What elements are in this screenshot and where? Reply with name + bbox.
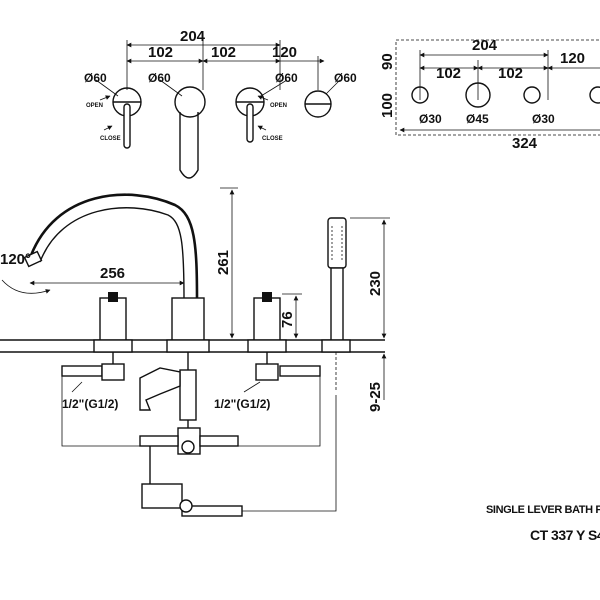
left-supply-line bbox=[61, 371, 140, 447]
open-label-left: OPEN bbox=[86, 103, 103, 109]
title-block: SINGLE LEVER BATH FILLER CT 337 Y S45 bbox=[486, 504, 600, 543]
right-valve-body bbox=[253, 297, 281, 341]
close-label-left: CLOSE bbox=[100, 136, 121, 142]
hand-shower-hose-return bbox=[242, 395, 337, 512]
open-label-right: OPEN bbox=[270, 103, 287, 109]
elbow-fitting bbox=[139, 367, 181, 411]
side-dim-spout-reach: 256 bbox=[100, 265, 125, 282]
hole-dim-depth-bottom: 100 bbox=[379, 93, 396, 118]
right-hose-connector bbox=[279, 365, 321, 377]
left-lever bbox=[123, 103, 131, 149]
top-dia-3: Ø60 bbox=[275, 71, 298, 85]
right-valve-base bbox=[247, 339, 287, 353]
spout-gooseneck-inner bbox=[39, 207, 185, 301]
hole-dia-right: Ø30 bbox=[532, 112, 555, 126]
side-dim-spout-height: 261 bbox=[215, 250, 232, 275]
right-supply-line bbox=[238, 371, 321, 447]
side-dim-rotation-angle: 120° bbox=[0, 251, 31, 268]
top-dia-1: Ø60 bbox=[84, 71, 107, 85]
spout-base bbox=[166, 339, 210, 353]
hole-center bbox=[465, 82, 491, 108]
right-lever bbox=[246, 103, 254, 143]
left-valve-base bbox=[93, 339, 133, 353]
hole-dim-hand-shower-offset: 120 bbox=[560, 50, 585, 67]
inlet-label-left: 1/2"(G1/2) bbox=[62, 397, 118, 411]
right-inlet-nut bbox=[255, 363, 279, 381]
top-dim-hand-shower-offset: 120 bbox=[272, 44, 297, 61]
top-dim-overall: 204 bbox=[180, 28, 206, 45]
hand-shower-base bbox=[321, 339, 351, 353]
hole-dia-center: Ø45 bbox=[466, 112, 489, 126]
hole-dim-overall: 204 bbox=[472, 37, 498, 54]
top-view: 204 102 102 120 Ø60 Ø60 Ø60 Ø60 OPEN CLO… bbox=[84, 28, 357, 179]
side-dim-hand-shower-height: 230 bbox=[367, 271, 384, 296]
hole-plan: 204 102 102 120 324 90 100 Ø30 Ø45 Ø30 bbox=[379, 37, 600, 152]
spout-gooseneck-outer bbox=[28, 193, 199, 301]
spout-aerator bbox=[23, 250, 43, 268]
check-valve-knob bbox=[179, 499, 193, 513]
product-model: CT 337 Y S45 bbox=[530, 527, 600, 543]
hole-hand-shower bbox=[589, 86, 600, 104]
hole-left bbox=[411, 86, 429, 104]
left-valve-body bbox=[99, 297, 127, 341]
spout-rosette bbox=[174, 86, 206, 118]
diverter-knob bbox=[181, 440, 195, 454]
hole-plan-frame bbox=[395, 39, 600, 136]
top-dim-right-spacing: 102 bbox=[211, 44, 236, 61]
inlet-label-right: 1/2"(G1/2) bbox=[214, 397, 270, 411]
side-view: 256 261 76 230 9-25 120° bbox=[0, 187, 390, 517]
right-valve-lever bbox=[262, 292, 272, 302]
hand-shower-handle bbox=[330, 267, 344, 341]
left-inlet-nut bbox=[101, 363, 125, 381]
spout-top-outline bbox=[179, 112, 199, 179]
hole-right bbox=[523, 86, 541, 104]
spout-body bbox=[171, 297, 205, 341]
hole-dim-depth-top: 90 bbox=[379, 53, 396, 70]
left-valve-lever bbox=[108, 292, 118, 302]
diverter-right-hose bbox=[199, 435, 239, 447]
top-dia-2: Ø60 bbox=[148, 71, 171, 85]
close-label-right: CLOSE bbox=[262, 136, 283, 142]
spout-shank bbox=[179, 369, 197, 421]
hole-dia-left: Ø30 bbox=[419, 112, 442, 126]
top-dia-4: Ø60 bbox=[334, 71, 357, 85]
left-hose-connector bbox=[61, 365, 103, 377]
under-deck-plumbing bbox=[61, 352, 337, 517]
check-valve-block bbox=[141, 483, 183, 509]
hole-dim-right-spacing: 102 bbox=[498, 65, 523, 82]
diverter-left-hose bbox=[139, 435, 179, 447]
hand-shower-head bbox=[327, 217, 347, 269]
product-title: SINGLE LEVER BATH FILLER bbox=[486, 504, 600, 516]
hole-dim-left-spacing: 102 bbox=[436, 65, 461, 82]
side-dim-handle-height: 76 bbox=[279, 311, 296, 328]
rotation-arc bbox=[1, 279, 51, 294]
top-dim-left-spacing: 102 bbox=[148, 44, 173, 61]
hole-dim-total-length: 324 bbox=[512, 135, 538, 152]
side-dim-deck-thickness: 9-25 bbox=[367, 382, 384, 412]
